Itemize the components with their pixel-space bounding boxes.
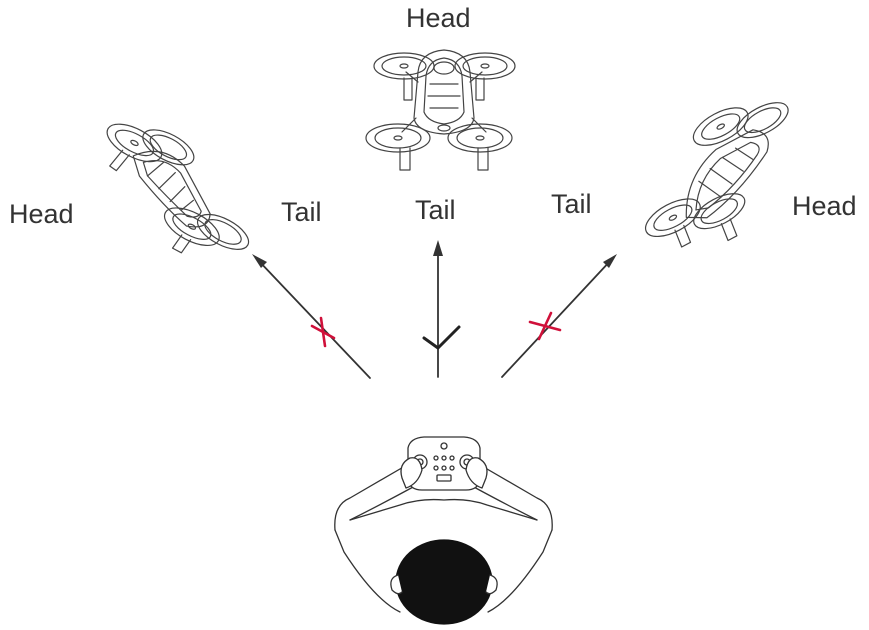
drone-top-icon [365, 49, 516, 171]
arrow-right-head-icon [603, 254, 617, 268]
label-head-top: Head [406, 3, 471, 33]
arrow-right [501, 258, 613, 378]
label-tail-middle: Tail [415, 195, 456, 225]
label-tail-left: Tail [281, 197, 322, 227]
cross-mark-icon [528, 311, 562, 341]
arrow-middle-head-icon [433, 240, 443, 256]
label-head-right: Head [792, 191, 857, 221]
cross-mark-icon [310, 316, 336, 348]
check-mark-icon [422, 325, 461, 350]
pilot-icon [334, 436, 553, 625]
pilot-head-icon [395, 539, 493, 625]
arrow-left [256, 258, 371, 379]
label-head-left: Head [9, 199, 74, 229]
direction-arrows [252, 240, 617, 379]
arrow-left-head-icon [252, 254, 267, 268]
drone-left-icon [106, 123, 250, 254]
drone-right-icon [644, 102, 789, 248]
label-tail-right: Tail [551, 189, 592, 219]
